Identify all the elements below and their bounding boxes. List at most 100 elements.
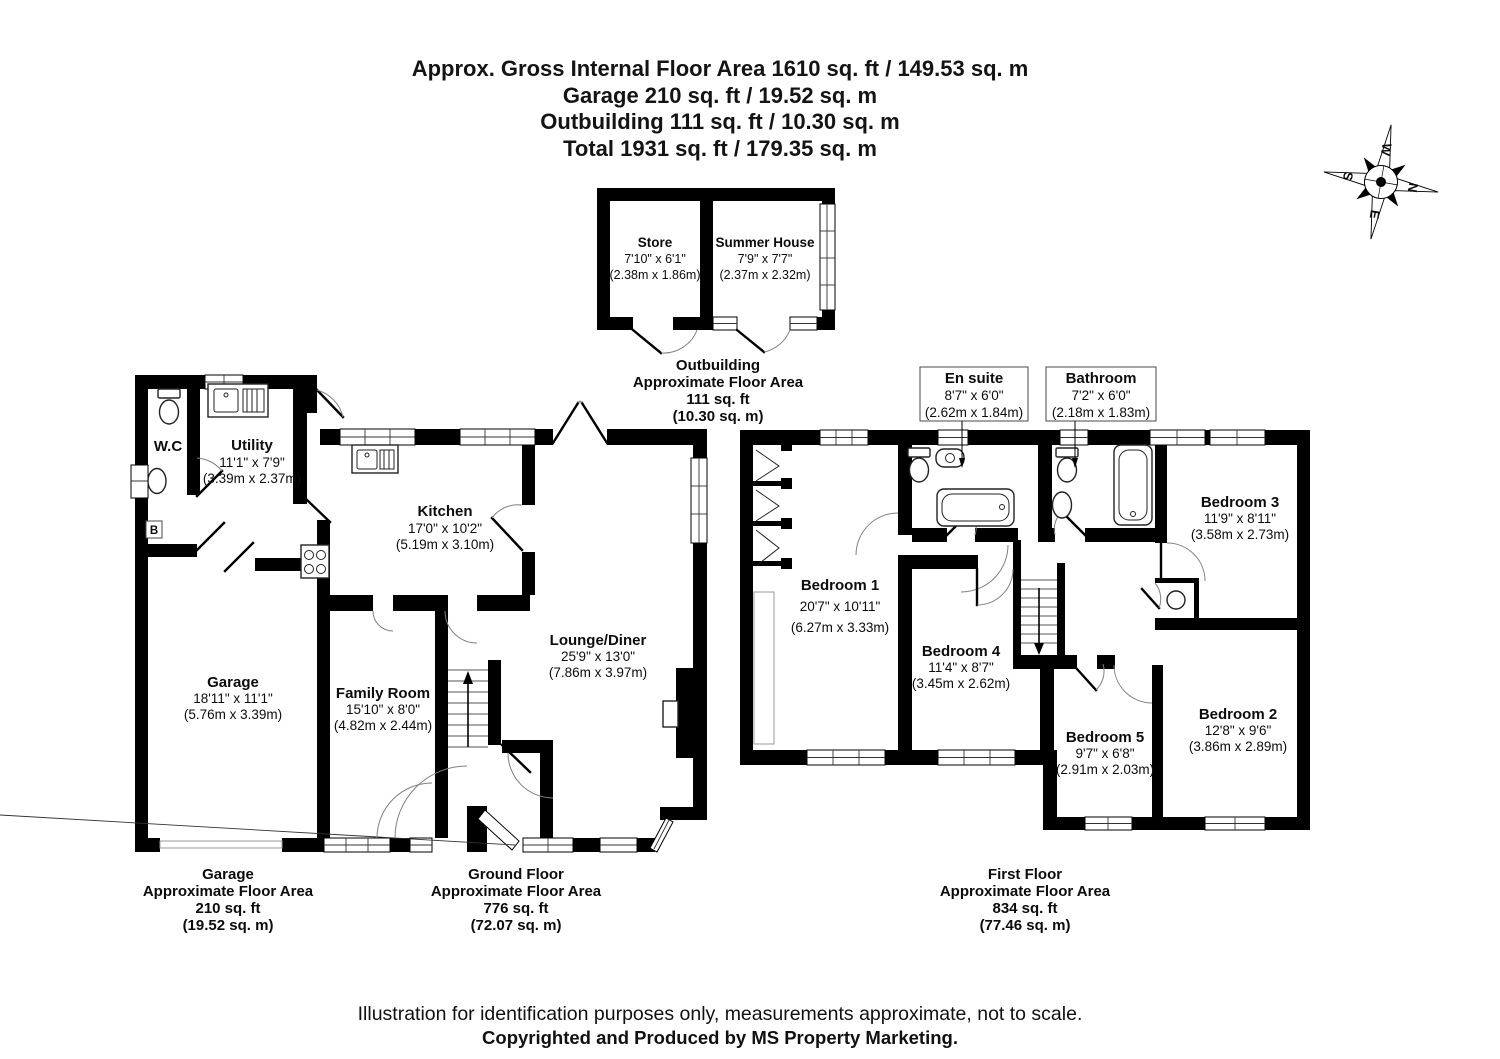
room-label-garage-imperial: 18'11" x 11'1" (193, 691, 273, 706)
room-label-kitchen-imperial: 17'0" x 10'2" (408, 521, 482, 536)
room-label-kitchen-metric: (5.19m x 3.10m) (396, 537, 494, 552)
garage-area-line4: (19.52 sq. m) (183, 917, 274, 934)
kitchen-sink-icon (351, 444, 399, 474)
room-label-bathroom-metric: (2.18m x 1.83m) (1052, 405, 1150, 420)
french-doors (551, 400, 609, 445)
room-label-store-name: Store (638, 235, 673, 250)
room-label-bedroom5-imperial: 9'7" x 6'8" (1075, 746, 1134, 761)
garage-area-line3: 210 sq. ft (195, 900, 260, 917)
room-label-ensuite-name: En suite (945, 370, 1003, 387)
outbuilding-area-line1: Outbuilding (676, 357, 760, 374)
garage-area-label: Garage Approximate Floor Area 210 sq. ft… (143, 866, 314, 934)
boiler-label: B (150, 525, 158, 537)
bedroom1-wardrobes (753, 441, 792, 745)
first-area-line4: (77.46 sq. m) (980, 917, 1071, 934)
ground-area-line1: Ground Floor (468, 866, 564, 883)
airing-cupboard-tank-icon (1166, 590, 1186, 610)
bathroom-sink-icon (1051, 491, 1073, 519)
ground-area-line4: (72.07 sq. m) (471, 917, 562, 934)
room-label-summer-house-name: Summer House (715, 235, 815, 250)
ground-area-line3: 776 sq. ft (483, 900, 548, 917)
ground-floor-stairs (448, 669, 488, 748)
utility-sink-icon (207, 383, 269, 418)
room-label-bedroom5-metric: (2.91m x 2.03m) (1056, 762, 1154, 777)
room-label-bedroom2-name: Bedroom 2 (1199, 706, 1277, 723)
compass-east-label: E (1367, 209, 1383, 220)
ground-floor-plan: B W.C Utility 11'1" x 7'9" (3.39m x 2.37… (0, 374, 708, 934)
room-label-family-room-imperial: 15'10" x 8'0" (346, 702, 420, 717)
room-label-utility-metric: (3.39m x 2.37m) (203, 471, 301, 486)
room-label-bedroom2-imperial: 12'8" x 9'6" (1205, 723, 1272, 738)
first-floor-stairs (1021, 579, 1057, 655)
room-label-bedroom1-metric: (6.27m x 3.33m) (791, 620, 889, 635)
ground-area-line2: Approximate Floor Area (431, 883, 602, 900)
room-label-kitchen-name: Kitchen (417, 503, 472, 520)
room-label-bedroom1-imperial: 20'7" x 10'11" (800, 599, 881, 614)
ground-floor-area-label: Ground Floor Approximate Floor Area 776 … (431, 866, 602, 934)
outbuilding-area-line4: (10.30 sq. m) (673, 408, 764, 425)
first-area-line2: Approximate Floor Area (940, 883, 1111, 900)
stairs-up-arrow (463, 671, 473, 684)
bathroom-bath-icon (1113, 444, 1153, 526)
outbuilding-area-label: Outbuilding Approximate Floor Area 111 s… (633, 357, 804, 425)
outbuilding-plan: Store 7'10" x 6'1" (2.38m x 1.86m) Summe… (597, 188, 836, 425)
room-label-family-room-metric: (4.82m x 2.44m) (334, 718, 432, 733)
boiler-box (145, 520, 163, 539)
room-label-utility-name: Utility (231, 437, 273, 454)
fireplace-icon (662, 700, 679, 728)
garage-area-line1: Garage (202, 866, 254, 883)
room-label-store-imperial: 7'10" x 6'1" (624, 252, 686, 266)
first-area-line3: 834 sq. ft (992, 900, 1057, 917)
first-floor-area-label: First Floor Approximate Floor Area 834 s… (940, 866, 1111, 934)
title-garage-area: Garage 210 sq. ft / 19.52 sq. m (562, 82, 878, 108)
wc-toilet-icon (157, 388, 181, 425)
room-label-summer-house-metric: (2.37m x 2.32m) (719, 268, 810, 282)
room-label-bedroom4-name: Bedroom 4 (922, 643, 1001, 660)
wc-sink-icon (147, 467, 167, 495)
disclaimer-block: Illustration for identification purposes… (0, 1003, 1440, 1049)
title-block: Approx. Gross Internal Floor Area 1610 s… (0, 56, 1440, 162)
room-label-family-room-name: Family Room (336, 685, 430, 702)
room-label-utility-imperial: 11'1" x 7'9" (219, 455, 285, 470)
bathroom-callout (1045, 366, 1157, 468)
compass-points (1323, 124, 1439, 240)
first-floor-windows (806, 429, 1266, 831)
garage-door (159, 840, 283, 849)
room-label-garage-name: Garage (207, 674, 259, 691)
disclaimer-text: Illustration for identification purposes… (357, 1003, 1083, 1025)
room-label-lounge-metric: (7.86m x 3.97m) (549, 665, 647, 680)
room-label-bathroom-imperial: 7'2" x 6'0" (1071, 388, 1130, 403)
room-label-store-metric: (2.38m x 1.86m) (609, 268, 700, 282)
outbuilding-area-line3: 111 sq. ft (686, 391, 749, 408)
bathroom-toilet-icon (1055, 447, 1079, 483)
compass-west-label: W (1378, 142, 1395, 157)
room-label-bedroom4-metric: (3.45m x 2.62m) (912, 676, 1010, 691)
store-door (631, 328, 698, 355)
room-label-lounge-name: Lounge/Diner (550, 632, 647, 649)
room-label-bedroom1-name: Bedroom 1 (801, 577, 879, 594)
room-label-summer-house-imperial: 7'9" x 7'7" (738, 252, 793, 266)
copyright-text: Copyrighted and Produced by MS Property … (482, 1027, 958, 1048)
outbuilding-area-line2: Approximate Floor Area (633, 374, 804, 391)
outbuilding-windows (712, 203, 836, 331)
title-grand-total: Total 1931 sq. ft / 179.35 sq. m (563, 135, 877, 161)
room-label-bedroom3-metric: (3.58m x 2.73m) (1191, 527, 1289, 542)
room-label-garage-metric: (5.76m x 3.39m) (184, 707, 282, 722)
room-label-ensuite-imperial: 8'7" x 6'0" (944, 388, 1003, 403)
title-total-area: Approx. Gross Internal Floor Area 1610 s… (411, 56, 1029, 81)
room-label-wc: W.C (154, 438, 182, 455)
garage-area-line2: Approximate Floor Area (143, 883, 314, 900)
room-label-ensuite-metric: (2.62m x 1.84m) (925, 405, 1023, 420)
room-label-bedroom3-name: Bedroom 3 (1201, 494, 1279, 511)
ensuite-callout (919, 366, 1029, 468)
room-label-bathroom-name: Bathroom (1066, 370, 1137, 387)
compass-south-label: S (1340, 171, 1356, 182)
room-label-bedroom2-metric: (3.86m x 2.89m) (1189, 739, 1287, 754)
cooker-hob-icon (300, 544, 330, 579)
room-label-bedroom3-imperial: 11'9" x 8'11" (1204, 511, 1276, 526)
stairs-down-arrow (1034, 643, 1044, 655)
compass-rose: N E S W (1323, 124, 1439, 240)
room-label-bedroom5-name: Bedroom 5 (1066, 729, 1144, 746)
